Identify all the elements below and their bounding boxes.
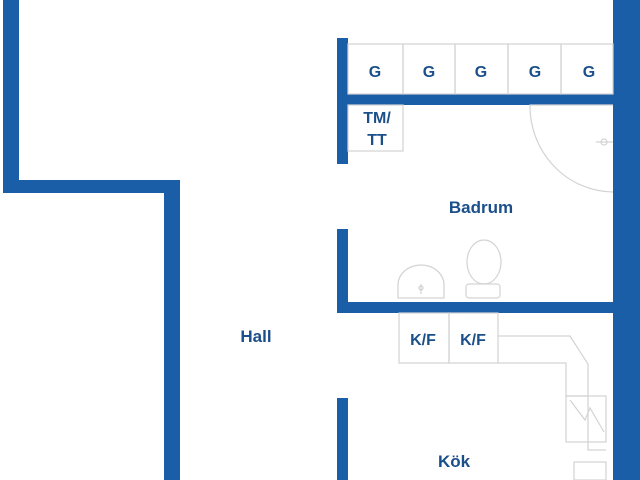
wardrobe-label-3: G	[475, 64, 487, 81]
room-labels: Hall Badrum Kök	[240, 198, 513, 471]
fixtures	[347, 43, 614, 480]
wall-wardrobe-bath	[337, 94, 624, 105]
room-label-hall: Hall	[240, 327, 271, 346]
wardrobe-label-2: G	[423, 64, 435, 81]
fridge-freezer-label-2: K/F	[460, 332, 486, 349]
wall-hall-left	[164, 180, 180, 480]
wall-mid-kitchen	[337, 398, 348, 480]
wardrobe-label-1: G	[369, 64, 381, 81]
fridge-freezer-labels: K/F K/F	[410, 332, 486, 349]
washer-dryer-box	[347, 104, 404, 152]
stove	[565, 395, 607, 443]
kitchen-counter	[498, 335, 606, 451]
room-label-kok: Kök	[438, 452, 471, 471]
counter-lower	[573, 461, 607, 480]
wall-bath-kitchen	[337, 302, 624, 313]
room-label-badrum: Badrum	[449, 198, 513, 217]
wardrobe-label-5: G	[583, 64, 595, 81]
wall-left-upper	[3, 0, 19, 193]
washer-label: TM/	[363, 110, 391, 127]
fridge-freezer-box-2	[448, 312, 499, 364]
dryer-label: TT	[367, 132, 387, 149]
fridge-freezer-label-1: K/F	[410, 332, 436, 349]
kitchen-counter-inner	[498, 362, 588, 397]
sink-icon	[397, 264, 445, 299]
walls	[3, 0, 640, 480]
toilet-icon	[465, 239, 502, 299]
wardrobe-labels: G G G G G	[369, 64, 595, 81]
stove-icon	[569, 399, 605, 433]
shower-icon	[529, 104, 614, 193]
wall-right	[613, 0, 640, 480]
washer-dryer-label: TM/ TT	[363, 110, 391, 149]
wall-mid-bath	[337, 229, 348, 313]
wall-hall-top	[3, 180, 180, 193]
wardrobe-label-4: G	[529, 64, 541, 81]
wardrobe-box-5	[560, 43, 614, 95]
